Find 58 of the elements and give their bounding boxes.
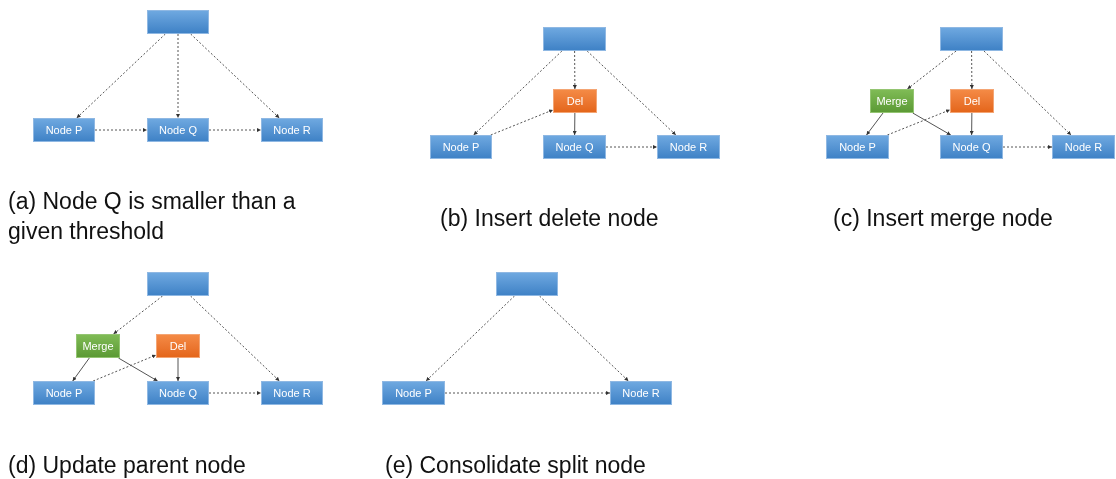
node-box: Node P: [33, 381, 95, 405]
empty-box: [496, 272, 558, 296]
arrow: [490, 109, 554, 136]
arrow: [572, 112, 577, 136]
node-box: Node P: [382, 381, 445, 405]
arrow: [886, 109, 951, 136]
arrow: [208, 128, 262, 132]
node-box: Node P: [33, 118, 95, 142]
arrow: [76, 33, 166, 119]
arrow: [190, 295, 280, 382]
node-box: Node R: [657, 135, 720, 159]
node-box: Node Q: [147, 118, 209, 142]
arrow: [572, 50, 577, 90]
node-box: Node R: [610, 381, 672, 405]
node-box: Merge: [870, 89, 914, 113]
caption: (a) Node Q is smaller than a given threshold: [8, 187, 297, 246]
arrow: [190, 33, 280, 119]
node-box: Node P: [826, 135, 889, 159]
empty-box: [940, 27, 1003, 51]
arrow: [969, 50, 974, 90]
arrow: [912, 112, 952, 136]
arrow: [983, 50, 1072, 136]
arrow: [1002, 145, 1053, 149]
arrow: [94, 128, 148, 132]
arrow: [176, 33, 180, 119]
arrow: [866, 112, 884, 136]
arrow: [117, 357, 159, 382]
node-box: Node R: [261, 381, 323, 405]
node-box: Node R: [1052, 135, 1115, 159]
node-box: Node Q: [543, 135, 606, 159]
caption: (c) Insert merge node: [833, 204, 1054, 233]
node-box: Del: [553, 89, 597, 113]
empty-box: [543, 27, 606, 51]
arrow: [605, 145, 658, 149]
empty-box: [147, 272, 209, 296]
empty-box: [147, 10, 209, 34]
caption: (e) Consolidate split node: [385, 451, 647, 479]
arrow: [586, 50, 677, 136]
arrow: [113, 295, 163, 335]
node-box: Node Q: [940, 135, 1003, 159]
node-box: Node Q: [147, 381, 209, 405]
arrow: [969, 112, 974, 136]
node-box: Node R: [261, 118, 323, 142]
node-box: Del: [156, 334, 200, 358]
arrow: [473, 50, 563, 136]
arrow: [425, 295, 515, 382]
arrow: [539, 295, 629, 382]
node-box: Merge: [76, 334, 120, 358]
node-box: Node P: [430, 135, 492, 159]
arrow: [906, 50, 957, 90]
arrow: [176, 357, 180, 382]
arrow: [92, 354, 157, 382]
caption: (b) Insert delete node: [440, 204, 660, 233]
arrow: [444, 391, 611, 395]
arrow: [208, 391, 262, 395]
arrow: [72, 357, 90, 382]
node-box: Del: [950, 89, 994, 113]
caption: (d) Update parent node: [8, 451, 247, 479]
